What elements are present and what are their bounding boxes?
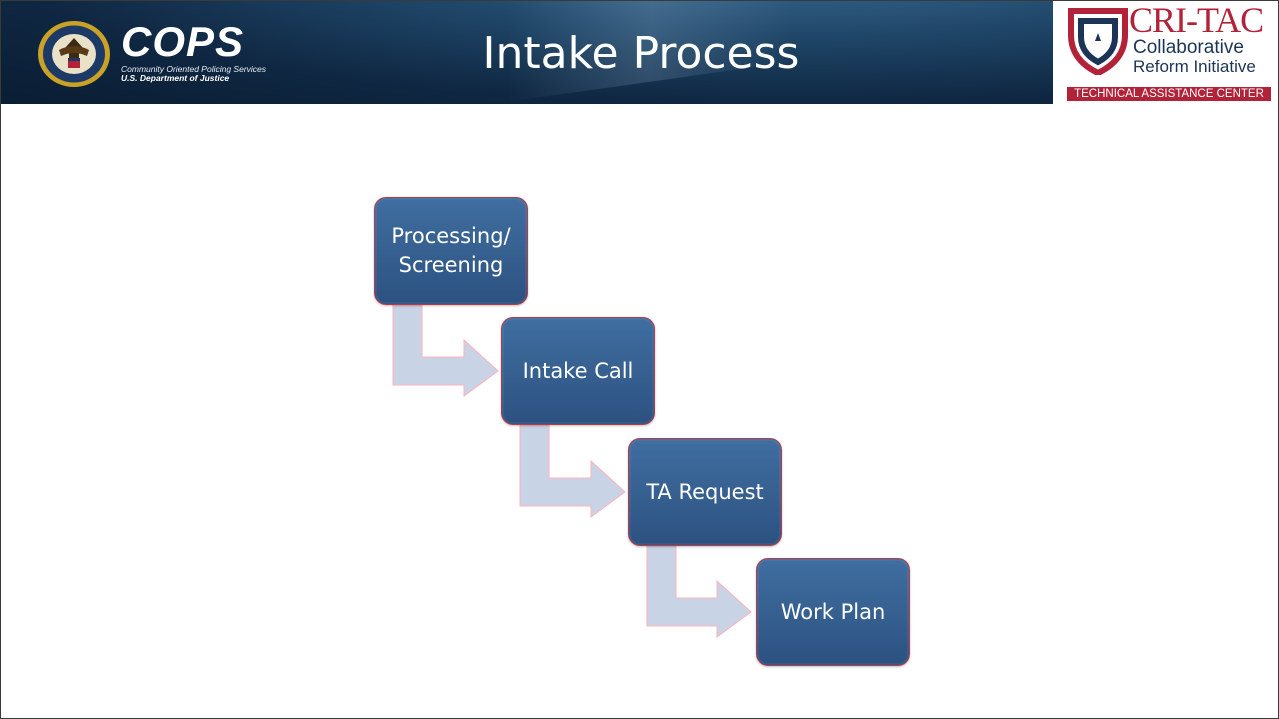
critac-line1: Collaborative (1133, 37, 1244, 58)
shield-icon (1068, 8, 1128, 75)
cops-wordmark: COPS (121, 18, 245, 65)
critac-bar: TECHNICAL ASSISTANCE CENTER (1067, 87, 1271, 101)
step-processing-screening: Processing/ Screening (374, 197, 528, 305)
critac-logo: CRI-TAC Collaborative Reform Initiative … (1053, 1, 1278, 104)
critac-line2: Reform Initiative (1133, 57, 1256, 76)
step-intake-call: Intake Call (501, 317, 655, 425)
arrow-step-3 (646, 545, 752, 638)
step-work-plan: Work Plan (756, 558, 910, 666)
cops-tagline: Community Oriented Policing Services (121, 64, 267, 74)
step-ta-request: TA Request (628, 438, 782, 546)
page-title: Intake Process (482, 28, 800, 79)
cops-department: U.S. Department of Justice (121, 73, 230, 83)
header-banner: COPS Community Oriented Policing Service… (1, 1, 1278, 104)
critac-name: CRI-TAC (1129, 1, 1264, 40)
arrow-step-1 (392, 304, 499, 397)
arrow-step-2 (519, 424, 626, 518)
doj-seal-icon (38, 21, 110, 87)
